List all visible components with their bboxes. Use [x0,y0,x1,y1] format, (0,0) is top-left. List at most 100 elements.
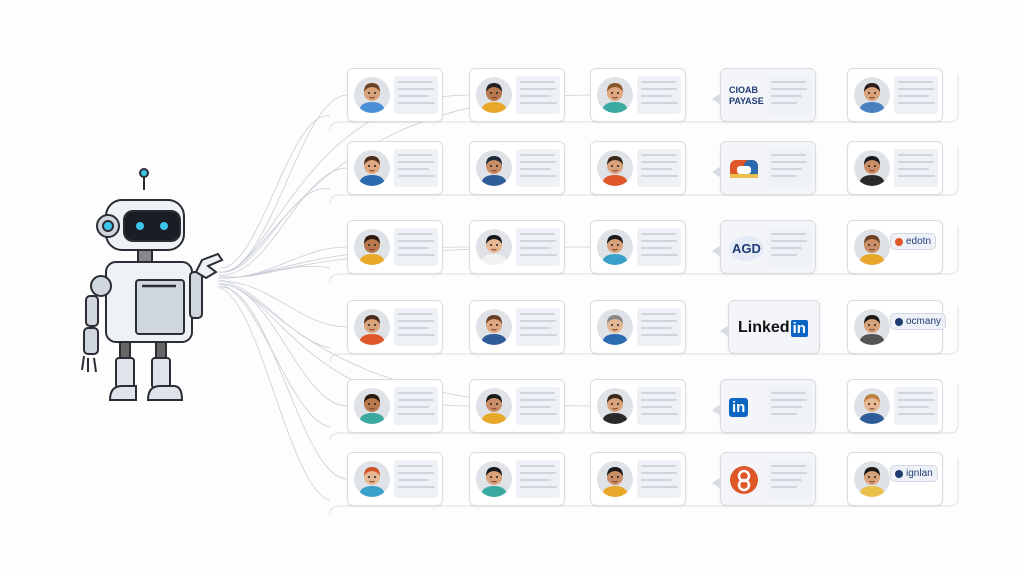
company-tag-icon [895,317,903,326]
avatar [854,461,890,497]
profile-card[interactable] [590,379,686,433]
profile-card[interactable] [347,220,443,274]
robot-right-leg [151,357,171,389]
linkedin-icon: in [729,397,749,417]
robot-antenna-tip [139,168,149,178]
avatar [476,77,512,113]
company-logo-card[interactable]: AGD [712,220,816,274]
robot-left-arm [85,295,99,327]
profile-card[interactable] [469,379,565,433]
company-logo-card[interactable] [712,452,816,506]
avatar [854,309,890,345]
profile-text-lines [516,387,560,425]
profile-text-lines [516,149,560,187]
company-logo [729,463,759,497]
profile-text-lines [637,387,681,425]
avatar [854,150,890,186]
company-logo-card[interactable] [712,141,816,195]
profile-card[interactable] [469,452,565,506]
profile-card[interactable] [347,300,443,354]
robot-illustration [81,168,224,401]
profile-card[interactable]: ocmany [847,300,947,354]
avatar [476,388,512,424]
robot-eye-left [136,222,144,230]
profile-card[interactable] [590,141,686,195]
profile-card[interactable] [590,452,686,506]
profile-text-lines [767,76,811,114]
profile-card[interactable] [469,141,565,195]
profile-text-lines [394,76,438,114]
linkedin-in-badge: in [790,319,808,337]
profile-card[interactable] [847,68,943,122]
connection-line [219,287,331,501]
profile-card[interactable] [590,300,686,354]
profile-card[interactable] [469,68,565,122]
profile-text-lines [394,149,438,187]
profile-text-lines [394,228,438,266]
company-logo-card[interactable]: in [712,379,816,433]
company-logo [729,152,759,186]
row-outline [329,147,959,204]
profile-text-lines [637,308,681,346]
row-outline [329,385,959,442]
multicolor-logo-icon [730,160,758,178]
profile-card[interactable] [347,141,443,195]
profile-card[interactable] [590,68,686,122]
orange-circle-logo-icon [730,466,758,494]
profile-text-lines [637,76,681,114]
avatar [476,461,512,497]
avatar [354,309,390,345]
linkedin-wordmark: Linked [738,319,790,336]
company-tag-text: edotn [906,236,932,247]
robot-chest-panel [135,279,185,335]
profile-text-lines [637,460,681,498]
avatar [854,388,890,424]
profile-card[interactable] [347,68,443,122]
profile-card[interactable]: edotn [847,220,943,274]
profile-card[interactable] [469,220,565,274]
logo-text: CIOAB [729,85,758,95]
avatar [597,150,633,186]
profile-text-lines [894,76,938,114]
avatar [597,77,633,113]
company-logo: AGD [729,231,764,265]
profile-card[interactable] [847,379,943,433]
profile-text-lines [637,149,681,187]
profile-text-lines [516,308,560,346]
robot-pointing-hand [194,252,224,280]
profile-card[interactable]: ignlan [847,452,943,506]
logo-text-2: PAYASE [729,96,764,106]
connection-line [219,188,331,273]
avatar [476,229,512,265]
profile-text-lines [894,149,938,187]
avatar [476,309,512,345]
profile-card[interactable] [847,141,943,195]
profile-text-lines [767,387,811,425]
profile-card[interactable] [347,452,443,506]
company-tag-text: ocmany [906,316,942,327]
avatar [597,461,633,497]
logo-text: AGD [729,235,764,261]
robot-left-leg [115,357,135,389]
company-tag-icon [895,237,903,246]
profile-text-lines [767,149,811,187]
profile-text-lines [394,308,438,346]
row-outline [329,458,959,515]
row-outline [329,74,959,131]
company-logo: in [729,390,749,424]
company-tag-icon [895,469,903,478]
profile-card[interactable] [469,300,565,354]
profile-card[interactable] [590,220,686,274]
avatar [354,229,390,265]
robot-right-arm [189,271,203,319]
connection-line [217,94,348,273]
avatar [354,388,390,424]
row-outline [329,226,959,283]
profile-text-lines [894,387,938,425]
avatar [476,150,512,186]
profile-card[interactable] [347,379,443,433]
profile-text-lines [516,228,560,266]
